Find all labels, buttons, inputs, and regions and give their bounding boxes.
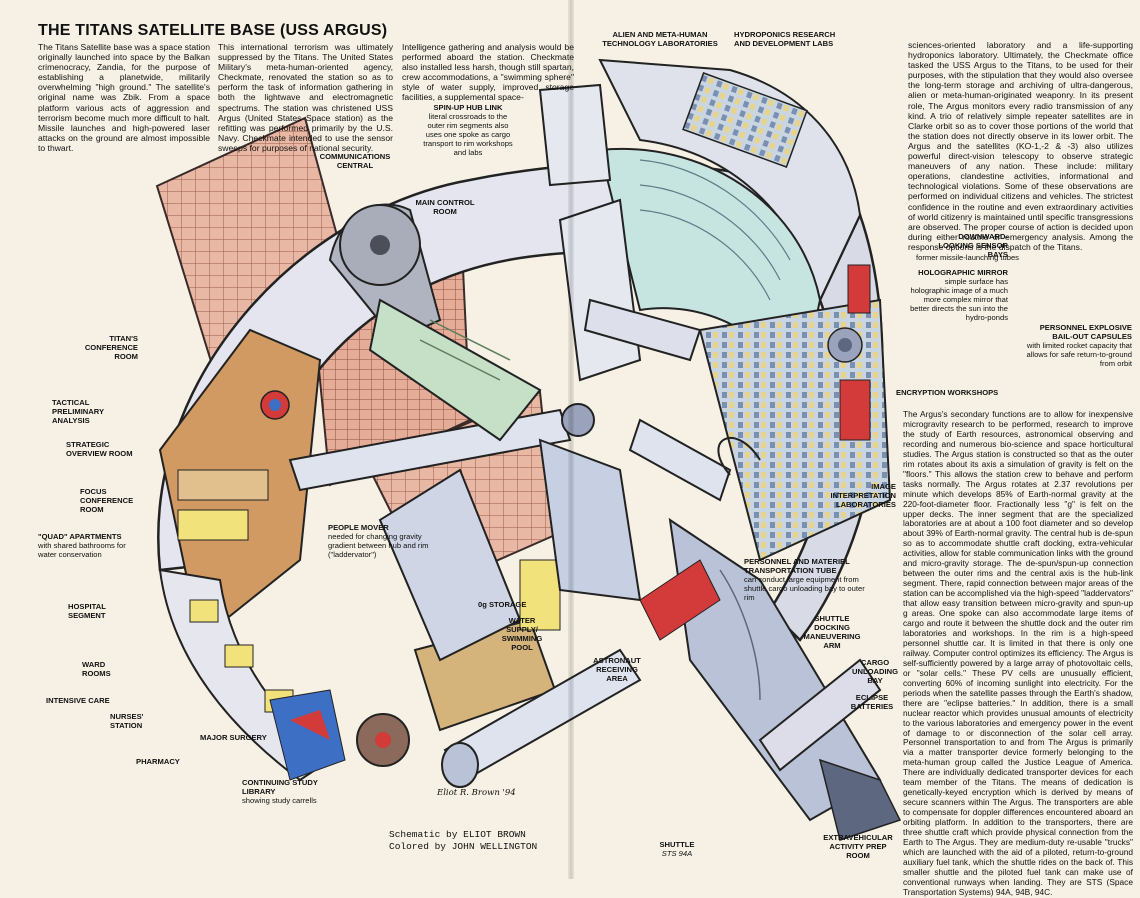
label-communications-central: COMMUNICATIONS CENTRAL	[319, 152, 391, 170]
label-tactical-preliminary-analysis: TACTICAL PRELIMINARY ANALYSIS	[52, 398, 104, 425]
label-titans-conference-room: TITAN'S CONFERENCE ROOM	[84, 334, 138, 361]
label-encryption-workshops: ENCRYPTION WORKSHOPS	[896, 388, 999, 397]
label-hospital-segment: HOSPITAL SEGMENT	[68, 602, 106, 620]
credit-colors: Colored by JOHN WELLINGTON	[389, 840, 538, 852]
central-hub	[538, 436, 902, 841]
comm-central	[328, 203, 542, 442]
label-main-control-room: MAIN CONTROL ROOM	[415, 198, 475, 216]
schematic-spread: THE TITANS SATELLITE BASE (USS ARGUS) Th…	[38, 0, 1133, 897]
station-illustration	[155, 58, 902, 841]
label-astronaut-receiving-area: ASTRONAUT RECEIVING AREA	[593, 656, 641, 683]
label-major-surgery: MAJOR SURGERY	[200, 733, 267, 742]
intro-column-2: This international terrorism was ultimat…	[218, 42, 393, 153]
label-eclipse-batteries: ECLIPSE BATTERIES	[850, 693, 894, 711]
label-alien-metahuman-labs: ALIEN AND META-HUMAN TECHNOLOGY LABORATO…	[602, 30, 718, 48]
credits: Schematic by ELIOT BROWN Colored by JOHN…	[389, 829, 537, 852]
label-downward-desc: former missile-launching tubes	[916, 253, 1019, 262]
label-intensive-care: INTENSIVE CARE	[46, 696, 110, 705]
artist-signature: Eliot R. Brown '94	[437, 788, 516, 798]
intro-column-3: Intelligence gathering and analysis woul…	[402, 42, 574, 103]
label-strategic-overview-room: STRATEGIC OVERVIEW ROOM	[66, 440, 133, 458]
right-column-top: sciences-oriented laboratory and a life-…	[908, 40, 1133, 252]
label-pharmacy: PHARMACY	[136, 757, 180, 766]
habitation-rim	[158, 328, 410, 782]
credit-schematic: Schematic by ELIOT BROWN	[389, 829, 526, 840]
page-gutter	[568, 0, 574, 879]
label-image-interpretation-labs: IMAGE INTERPRETATION LABORATORIES	[830, 482, 896, 509]
label-ward-rooms: WARD ROOMS	[82, 660, 111, 678]
label-eva-prep-room: EXTRAVEHICULAR ACTIVITY PREP ROOM	[823, 833, 893, 860]
label-cargo-unloading-bay: CARGO UNLOADING BAY	[852, 658, 898, 685]
label-focus-conference-room: FOCUS CONFERENCE ROOM	[80, 487, 134, 514]
label-water-supply: WATER SUPPLY/ SWIMMING POOL	[501, 616, 543, 652]
label-hydroponics-labs: HYDROPONICS RESEARCH AND DEVELOPMENT LAB…	[734, 30, 836, 48]
image-labs	[698, 264, 892, 562]
right-column-bottom: The Argus's secondary functions are to a…	[903, 409, 1133, 897]
spokes	[288, 198, 732, 788]
label-downward-sensor-bays: DOWNWARD-LOOKING SENSOR BAYS	[938, 232, 1008, 259]
label-0g-storage: 0g STORAGE	[478, 600, 527, 609]
label-nurses-station: NURSES' STATION	[110, 712, 144, 730]
label-transport-tube: PERSONNEL AND MATERIEL TRANSPORTATION TU…	[744, 557, 865, 602]
page-title: THE TITANS SATELLITE BASE (USS ARGUS)	[38, 22, 388, 39]
label-shuttle-docking-arm: SHUTTLE DOCKING MANEUVERING ARM	[803, 614, 861, 650]
sensor-bays	[538, 83, 871, 441]
intro-column-1: The Titans Satellite base was a space st…	[38, 42, 210, 153]
